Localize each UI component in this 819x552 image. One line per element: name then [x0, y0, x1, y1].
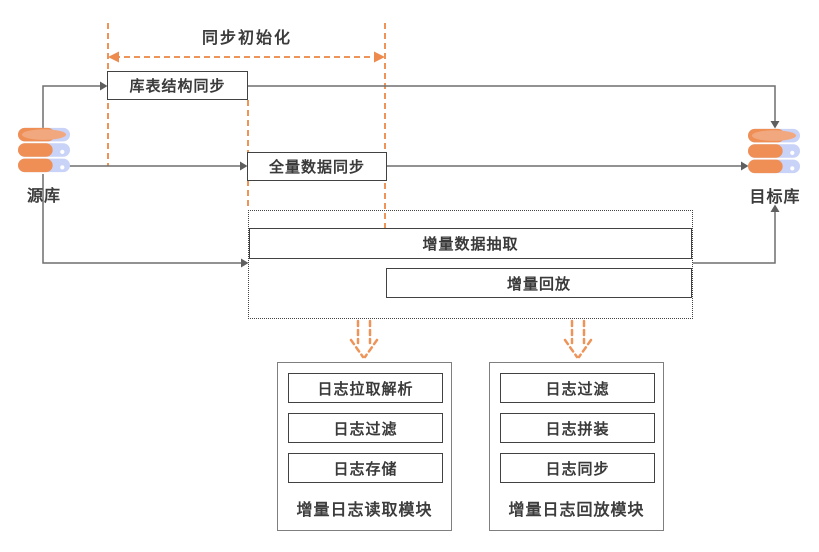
schema-sync-box: 库表结构同步 — [107, 71, 248, 100]
log-replay-module-label: 增量日志回放模块 — [508, 502, 645, 519]
incremental-replay-box: 增量回放 — [386, 268, 692, 298]
full-sync-box: 全量数据同步 — [247, 152, 387, 181]
log-filter-box: 日志过滤 — [288, 413, 443, 443]
source-database-icon — [18, 127, 70, 173]
incremental-extract-box: 增量数据抽取 — [249, 228, 692, 259]
incremental-stage-container — [248, 210, 693, 319]
phase-span-arrow — [108, 51, 385, 63]
flow-lines — [42, 85, 776, 264]
phase-boundary-dashed-lines — [107, 23, 386, 228]
target-database-label: 目标库 — [749, 189, 801, 206]
log-filter2-box: 日志过滤 — [500, 373, 655, 403]
phase-title: 同步初始化 — [201, 30, 292, 47]
log-store-box: 日志存储 — [288, 453, 443, 483]
log-replay-module: 日志过滤 日志拼装 日志同步 增量日志回放模块 — [489, 362, 664, 531]
module-dashed-arrows — [349, 319, 593, 359]
source-database-label: 源库 — [26, 188, 61, 205]
log-reading-module: 日志拉取解析 日志过滤 日志存储 增量日志读取模块 — [277, 362, 452, 531]
target-database-icon — [748, 128, 800, 174]
log-reading-module-label: 增量日志读取模块 — [296, 502, 433, 519]
log-assemble-box: 日志拼装 — [500, 413, 655, 443]
flow-arrowheads — [100, 81, 780, 268]
log-pull-parse-box: 日志拉取解析 — [288, 373, 443, 403]
log-sync-box: 日志同步 — [500, 453, 655, 483]
